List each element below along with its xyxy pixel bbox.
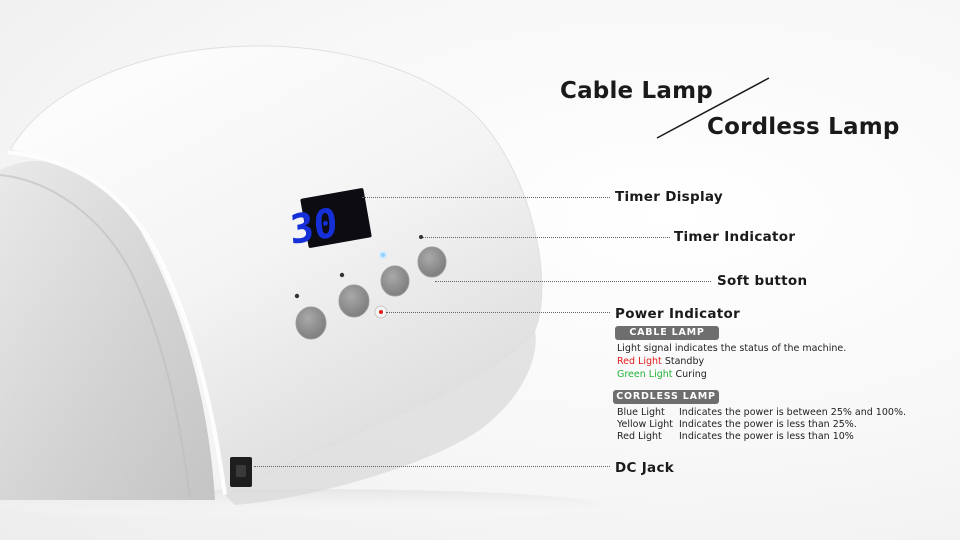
indicator-dot	[339, 272, 345, 278]
leader-timer-display	[362, 197, 610, 198]
power-indicator-light	[379, 310, 383, 314]
leader-soft-button	[435, 281, 711, 282]
cable-lamp-description: Light signal indicates the status of the…	[617, 343, 847, 354]
label-timer-indicator: Timer Indicator	[674, 229, 796, 245]
cable-row-green: Green Light Curing	[617, 369, 707, 380]
lamp-rim-highlight	[7, 150, 227, 496]
soft-button-2[interactable]	[380, 265, 410, 297]
label-timer-display: Timer Display	[615, 189, 723, 205]
cable-row-red-meaning: Standby	[664, 356, 705, 367]
soft-button-1[interactable]	[417, 246, 447, 278]
indicator-dot	[419, 235, 423, 239]
leader-timer-indicator	[423, 237, 670, 238]
label-power-indicator: Power Indicator	[615, 306, 741, 322]
cable-row-red-light: Red Light	[617, 356, 662, 367]
cordless-row-red-meaning: Indicates the power is less than 10%	[679, 431, 854, 442]
cordless-row-red-light: Red Light	[617, 431, 662, 442]
cable-lamp-header: CABLE LAMP	[615, 326, 719, 340]
cordless-lamp-header: CORDLESS LAMP	[613, 390, 719, 404]
cable-row-green-meaning: Curing	[675, 369, 707, 380]
cordless-row-yellow-meaning: Indicates the power is less than 25%.	[679, 419, 857, 430]
timer-indicator-light	[379, 251, 387, 259]
title-slash-divider	[656, 77, 770, 139]
leader-power-indicator	[386, 312, 610, 313]
cordless-row-blue-light: Blue Light	[617, 407, 665, 418]
soft-button-3[interactable]	[338, 284, 370, 318]
lamp-side-band	[0, 160, 215, 500]
label-dc-jack: DC Jack	[615, 460, 675, 476]
label-soft-button: Soft button	[717, 273, 808, 289]
leader-dc-jack	[254, 466, 610, 467]
soft-button-4[interactable]	[295, 306, 327, 340]
cordless-row-blue-meaning: Indicates the power is between 25% and 1…	[679, 407, 906, 418]
timer-display-digits: 30	[288, 200, 339, 254]
timer-display-screen	[300, 188, 372, 248]
title-cordless-lamp: Cordless Lamp	[707, 114, 900, 140]
lamp-front-face	[225, 330, 536, 505]
cable-row-red: Red Light Standby	[617, 356, 704, 367]
title-cable-lamp: Cable Lamp	[560, 78, 713, 104]
cable-row-green-light: Green Light	[617, 369, 673, 380]
cordless-row-yellow-light: Yellow Light	[617, 419, 673, 430]
indicator-dot	[294, 293, 300, 299]
